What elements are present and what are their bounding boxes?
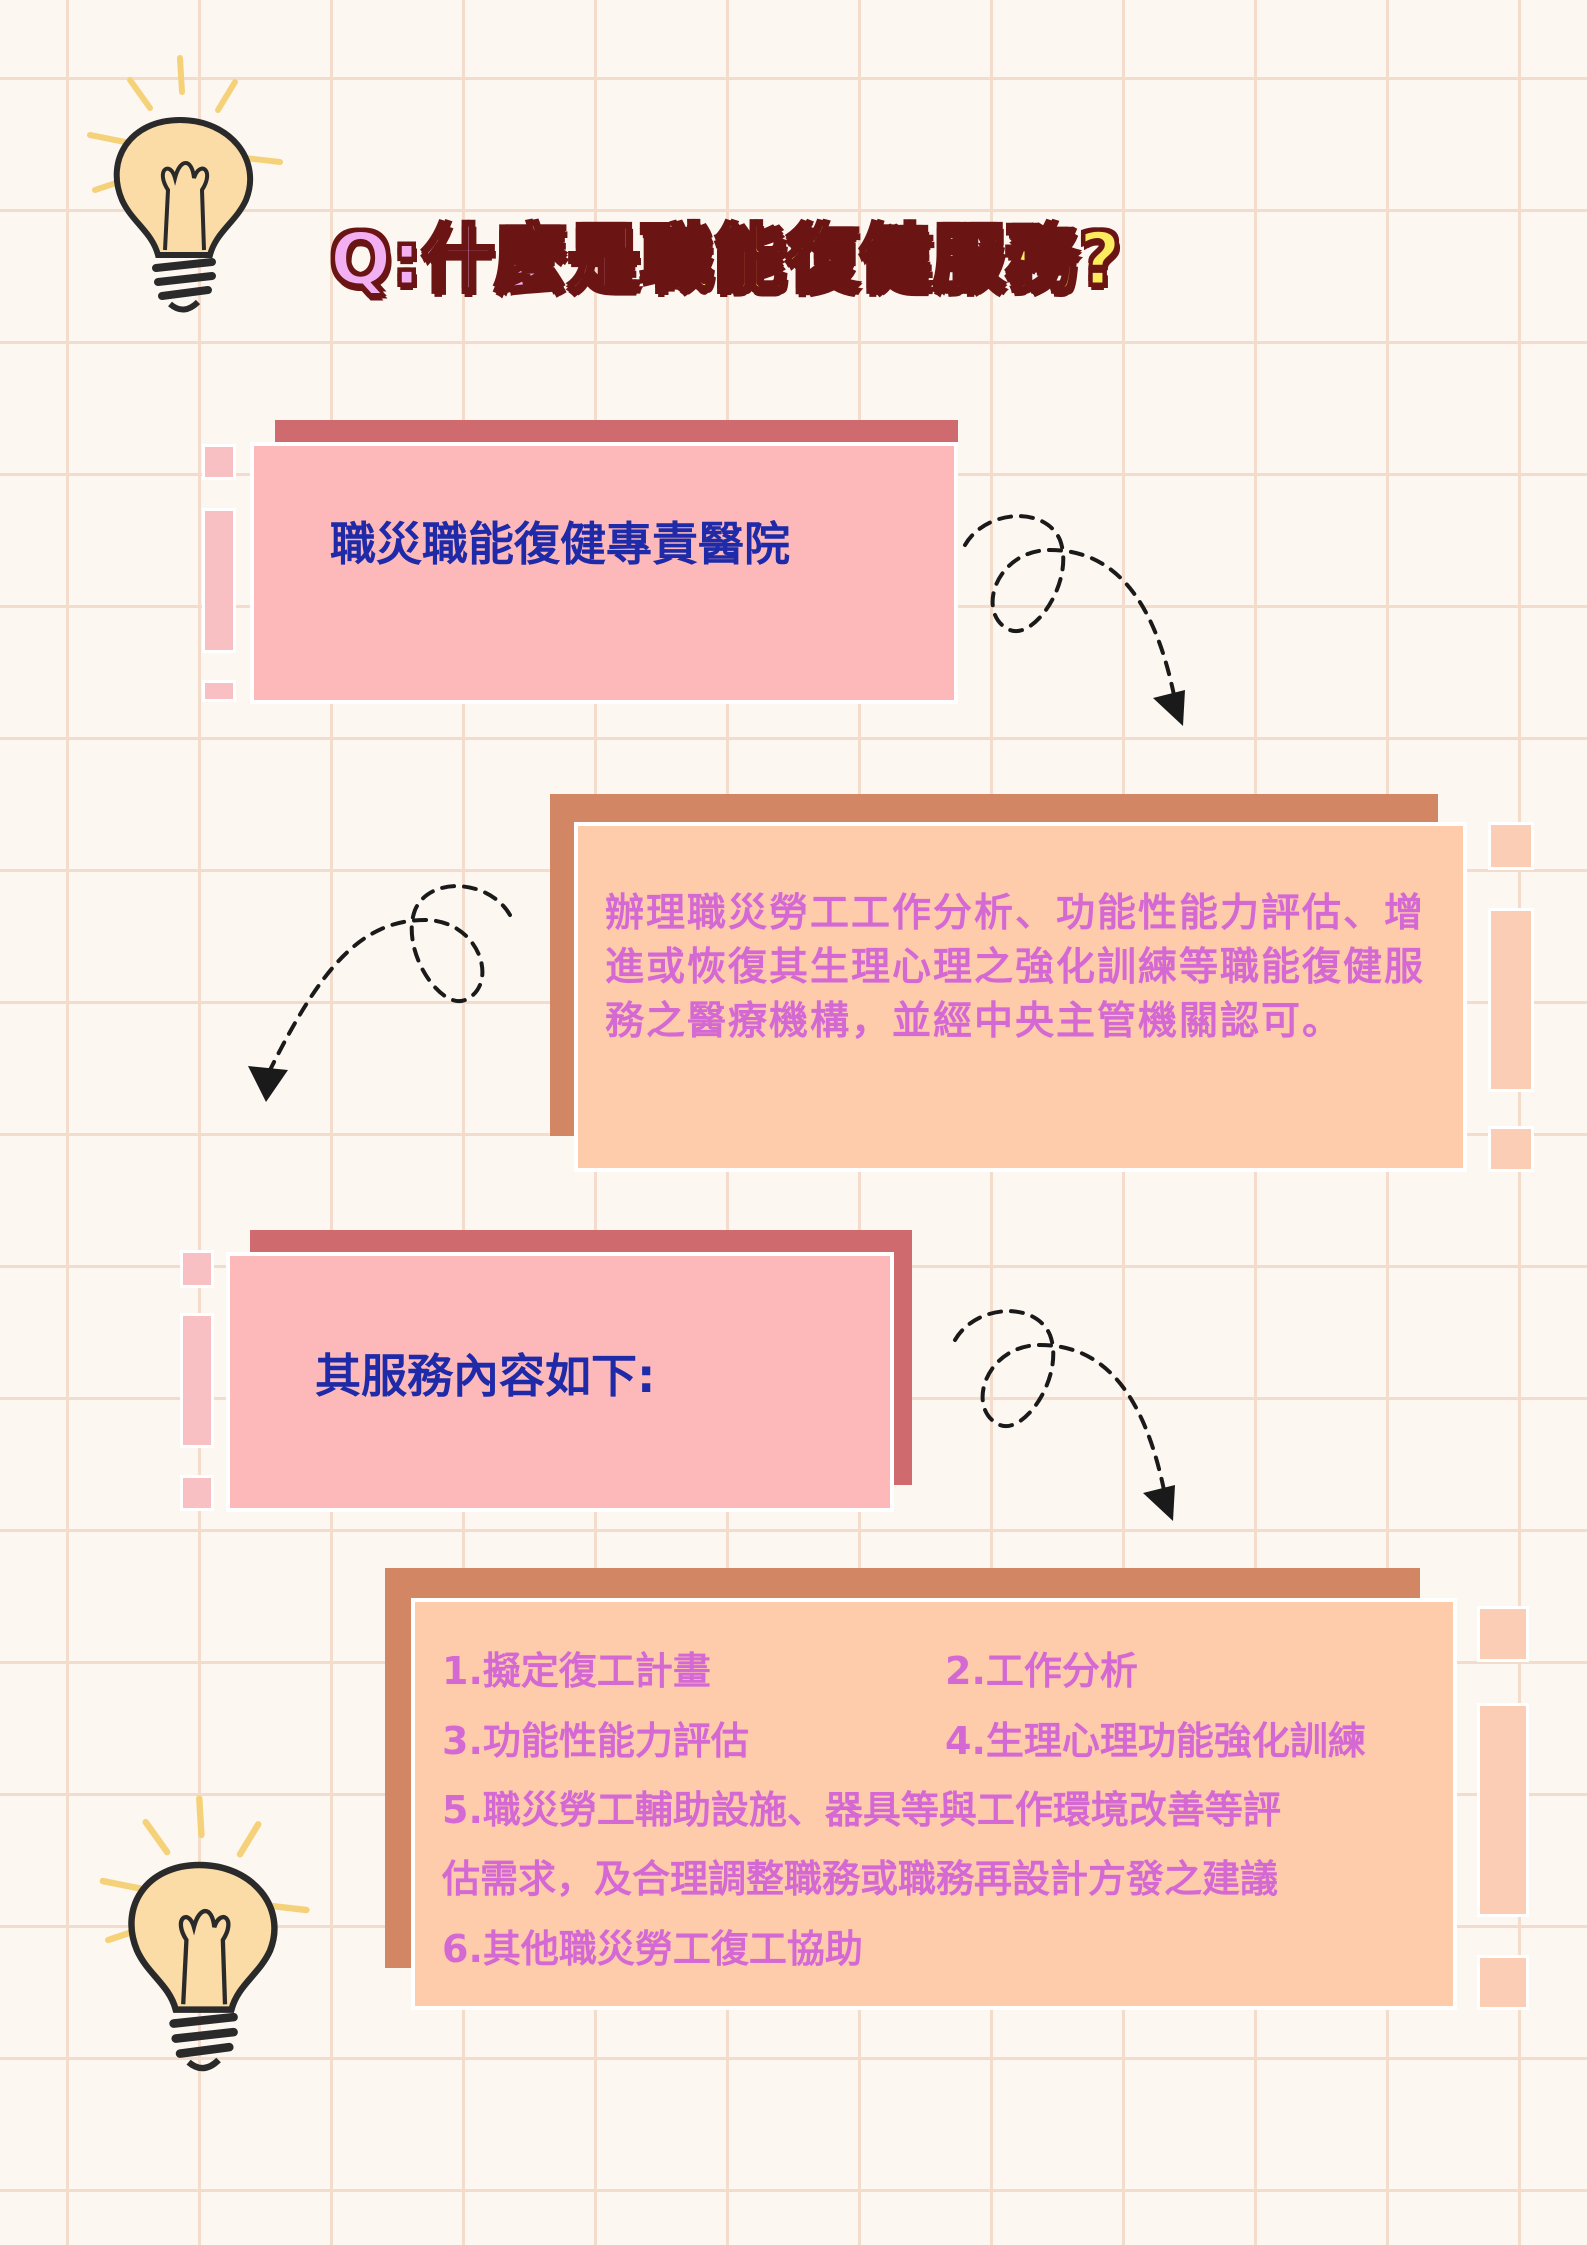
list-item: 2.工作分析	[945, 1649, 1138, 1693]
section4-side-tab-top	[1477, 1606, 1529, 1662]
section3-heading: 其服務內容如下:	[315, 1349, 656, 1403]
section4-left-bar	[385, 1568, 411, 1968]
list-item: 6.其他職災勞工復工協助	[442, 1927, 863, 1971]
section2-side-tab-top	[1488, 822, 1534, 870]
list-item: 3.功能性能力評估	[442, 1719, 749, 1763]
section2-side-tab-mid	[1488, 908, 1534, 1092]
lightbulb-icon	[99, 1795, 310, 2072]
section1-top-bar	[275, 420, 958, 442]
section3-top-bar	[250, 1230, 912, 1254]
dashed-loop-arrow-icon	[248, 884, 512, 1102]
section2-left-bar	[550, 794, 574, 1136]
section4-top-bar	[385, 1568, 1420, 1598]
lightbulb-icon	[87, 55, 283, 313]
list-item: 4.生理心理功能強化訓練	[945, 1719, 1366, 1763]
section4-side-tab-bottom	[1477, 1955, 1529, 2010]
section1-heading: 職災職能復健專責醫院	[330, 517, 790, 571]
section1-side-tab-top	[202, 444, 236, 480]
section4-side-tab-mid	[1477, 1703, 1529, 1917]
section3-side-tab-mid	[180, 1313, 214, 1448]
list-item: 5.職災勞工輔助設施、器具等與工作環境改善等評	[442, 1788, 1281, 1832]
list-item: 1.擬定復工計畫	[442, 1649, 711, 1693]
section2-top-bar	[550, 794, 1438, 824]
section1-box	[250, 442, 958, 704]
page-title: Q:什麼是職能復健服務?	[328, 200, 1123, 305]
section3-box	[226, 1252, 894, 1512]
section2-side-tab-bottom	[1488, 1126, 1534, 1172]
section4-box	[411, 1598, 1457, 2010]
dashed-loop-arrow-icon	[953, 1309, 1175, 1521]
section1-side-tab-mid	[202, 508, 236, 653]
section3-side-tab-bottom	[180, 1475, 214, 1511]
section1-side-tab-bottom	[202, 680, 236, 702]
title-part-1: Q:什麼是	[328, 216, 642, 303]
section2-body-text: 辦理職災勞工工作分析、功能性能力評估、增進或恢復其生理心理之強化訓練等職能復健服…	[605, 891, 1426, 1044]
section3-side-tab-top	[180, 1250, 214, 1288]
title-part-2: 職能復健服務?	[640, 216, 1123, 303]
section3-right-bar	[890, 1230, 912, 1485]
dashed-loop-arrow-icon	[963, 514, 1185, 726]
list-item: 估需求，及合理調整職務或職務再設計方發之建議	[442, 1857, 1279, 1901]
section2-box	[574, 822, 1467, 1172]
